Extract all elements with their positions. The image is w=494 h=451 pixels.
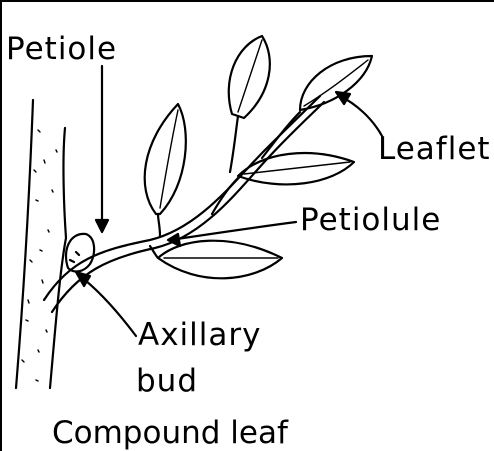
- label-axillary: Axillary: [138, 320, 261, 351]
- label-petiolule: Petiolule: [300, 205, 441, 236]
- label-leaflet: Leaflet: [378, 134, 491, 165]
- leaflet-bottom: [158, 241, 282, 279]
- pointer-leaflet: [336, 92, 382, 136]
- axillary-bud: [66, 234, 94, 272]
- label-bud: bud: [136, 366, 198, 397]
- label-petiole: Petiole: [6, 34, 117, 65]
- pointer-petiole: [96, 66, 108, 232]
- pointer-axillary-bud: [76, 272, 136, 336]
- stem: [16, 100, 66, 388]
- leaflet-top-right: [300, 56, 372, 110]
- leaflet-left-middle: [145, 104, 186, 214]
- figure-caption: Compound leaf: [52, 418, 288, 449]
- leaflet-right-middle: [238, 153, 354, 184]
- leaflet-top-center: [229, 36, 270, 118]
